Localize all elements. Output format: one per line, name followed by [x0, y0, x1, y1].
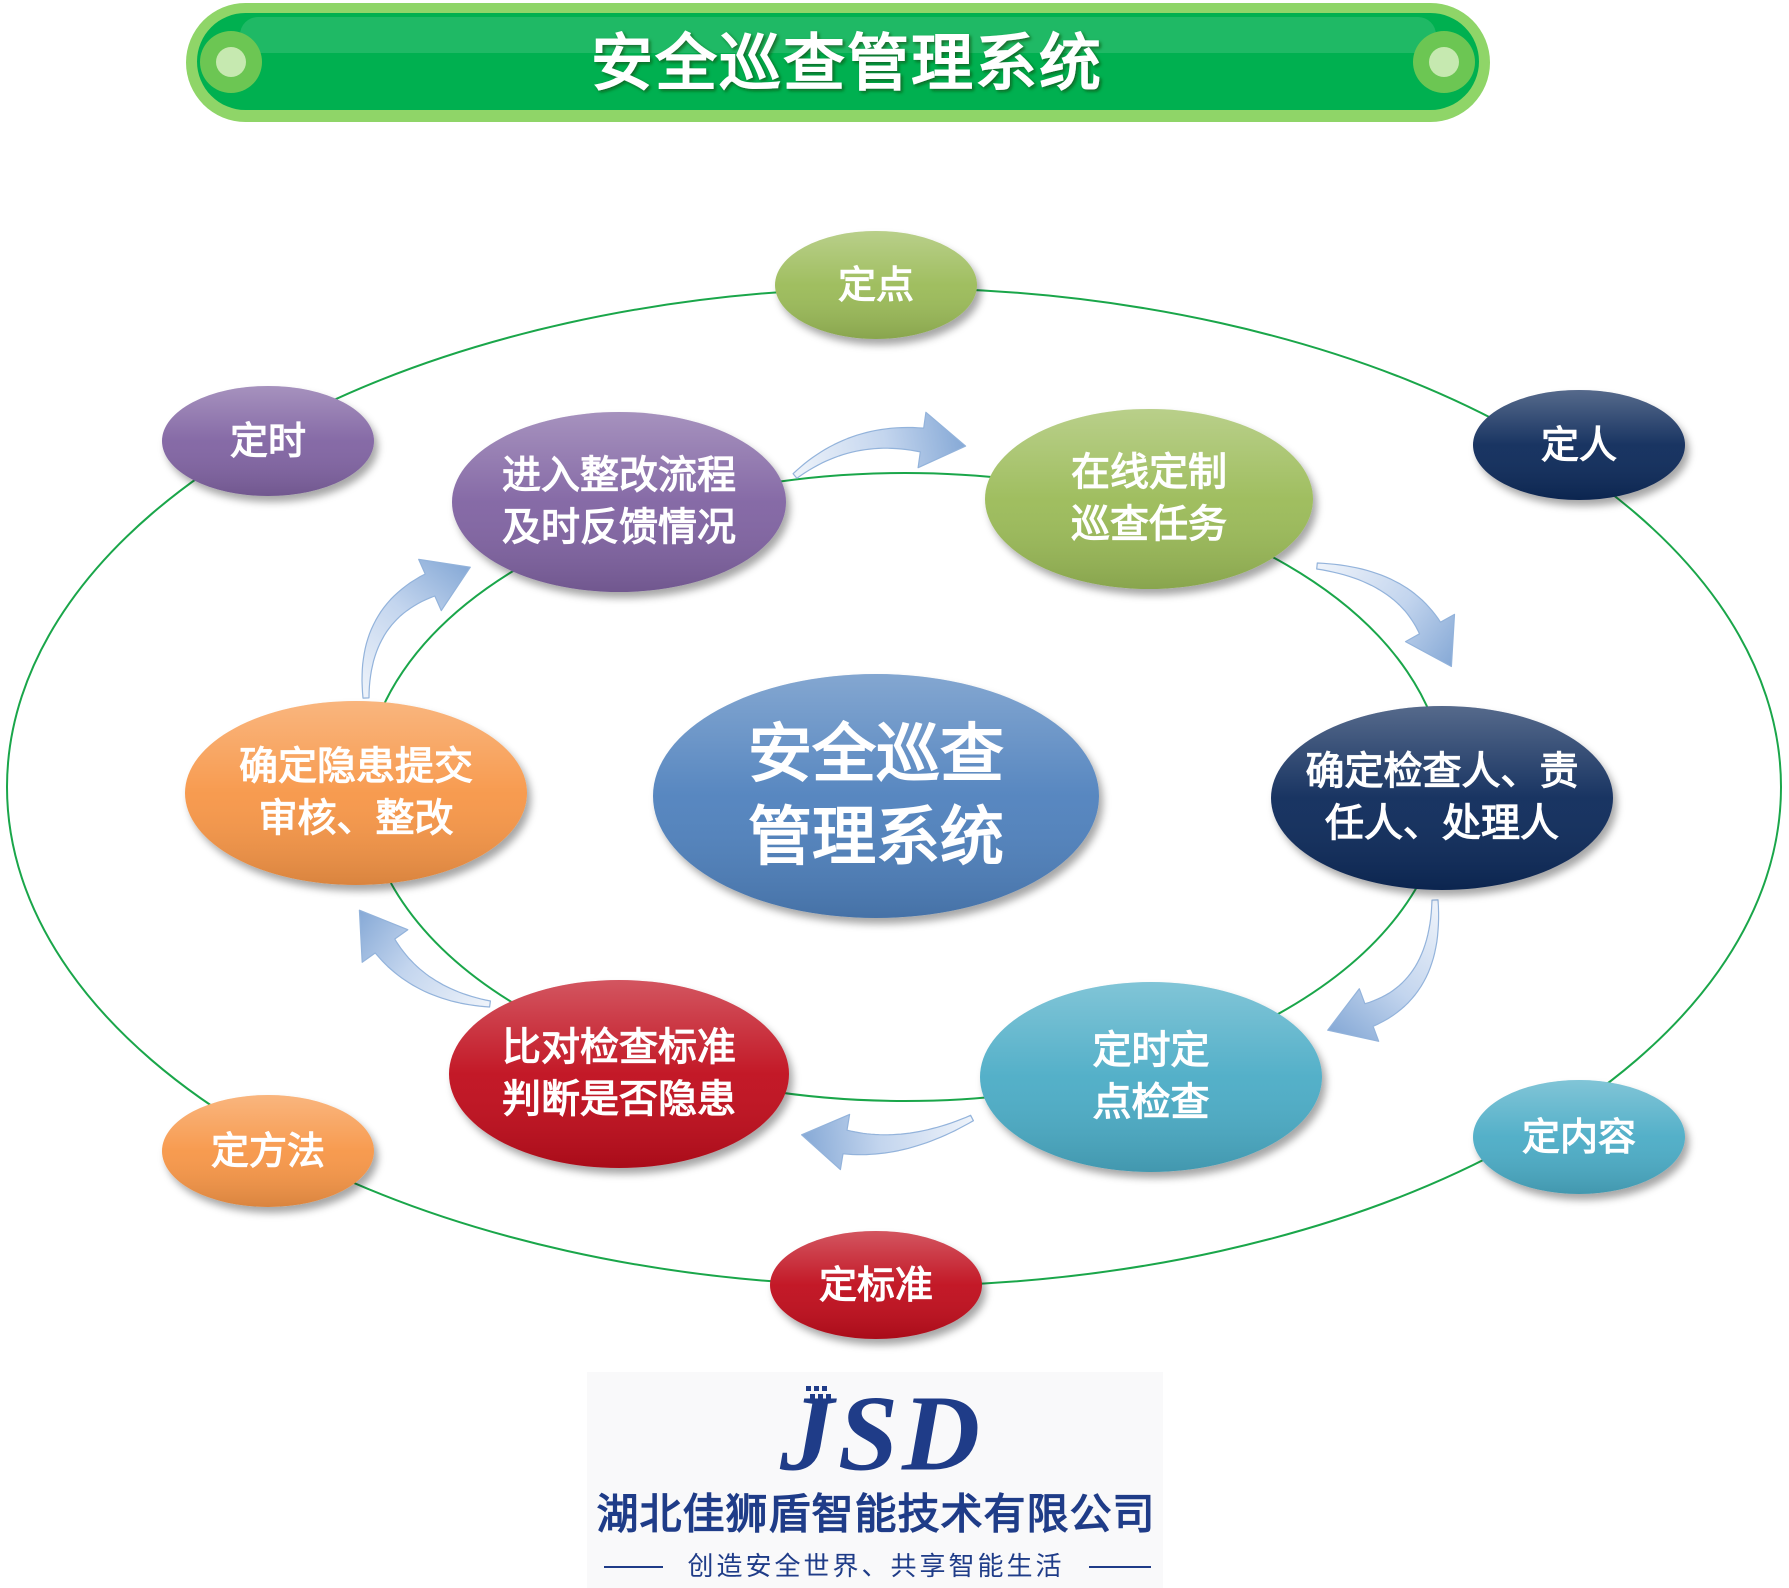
node-gloss — [452, 412, 786, 592]
flow-arrow — [361, 558, 471, 699]
center-node-line: 管理系统 — [748, 801, 1004, 875]
process-node-line: 进入整改流程 — [502, 454, 736, 499]
flow-arrow — [792, 411, 967, 479]
logo-mark: JSD — [779, 1375, 984, 1494]
flow-arrow — [801, 1113, 974, 1171]
logo-pixel — [806, 1386, 811, 1391]
bead-inner — [1429, 47, 1459, 77]
outer-node-fixed-method: 定方法 — [162, 1095, 374, 1207]
flow-arrows — [358, 411, 1456, 1171]
outer-node-fixed-time: 定时 — [162, 386, 374, 496]
outer-node-label: 定人 — [1541, 423, 1617, 467]
logo-pixel — [814, 1386, 819, 1391]
logo-panel — [587, 1372, 1163, 1588]
process-node-line: 审核、整改 — [258, 797, 453, 842]
title-banner-highlight — [240, 17, 1436, 53]
outer-node-label: 定点 — [838, 263, 914, 307]
logo-pixel — [822, 1402, 827, 1407]
logo-pixel-decoration — [806, 1386, 831, 1407]
process-node-line: 及时反馈情况 — [502, 506, 736, 551]
process-node-scheduled-check: 定时定 点检查 — [980, 982, 1322, 1172]
outer-node-fixed-point: 定点 — [775, 231, 977, 339]
flow-arrow — [1327, 899, 1440, 1042]
process-node-line: 在线定制 — [1071, 451, 1227, 496]
logo-pixel — [826, 1394, 831, 1399]
center-node: 安全巡查 管理系统 — [653, 674, 1099, 918]
flow-arrow — [358, 909, 491, 1008]
process-node-line: 确定检查人、责 — [1305, 750, 1578, 795]
outer-node-label: 定内容 — [1522, 1115, 1636, 1159]
process-node-line: 定时定 — [1092, 1029, 1209, 1074]
page-title: 安全巡查管理系统 — [591, 27, 1103, 100]
banner-right-bead — [1413, 31, 1475, 93]
node-gloss — [980, 982, 1322, 1172]
process-node-submit-hazard: 确定隐患提交 审核、整改 — [185, 701, 527, 885]
node-gloss — [653, 674, 1099, 918]
node-gloss — [1473, 390, 1685, 500]
process-node-line: 点检查 — [1092, 1081, 1209, 1126]
node-gloss — [985, 409, 1313, 589]
outer-node-fixed-content: 定内容 — [1473, 1080, 1685, 1194]
node-gloss — [449, 980, 789, 1168]
process-node-assign-people: 确定检查人、责 任人、处理人 — [1271, 706, 1613, 890]
company-logo-block: JSD 湖北佳狮盾智能技术有限公司 创造安全世界、共享智能生活 — [587, 1372, 1163, 1588]
logo-pixel — [810, 1394, 815, 1399]
outer-node-fixed-standard: 定标准 — [770, 1231, 982, 1339]
process-node-compare-standard: 比对检查标准 判断是否隐患 — [449, 980, 789, 1168]
node-gloss — [770, 1231, 982, 1339]
center-node-line: 安全巡查 — [748, 718, 1004, 792]
title-banner-body — [197, 13, 1479, 110]
process-node-line: 任人、处理人 — [1325, 802, 1559, 847]
process-node-line: 确定隐患提交 — [239, 745, 473, 790]
process-node-line: 比对检查标准 — [502, 1026, 736, 1071]
company-name: 湖北佳狮盾智能技术有限公司 — [596, 1490, 1155, 1539]
outer-node-fixed-person: 定人 — [1473, 390, 1685, 500]
title-banner: 安全巡查管理系统 — [186, 3, 1490, 122]
logo-pixel — [822, 1386, 827, 1391]
node-gloss — [185, 701, 527, 885]
node-gloss — [162, 386, 374, 496]
company-slogan: 创造安全世界、共享智能生活 — [687, 1552, 1064, 1582]
node-gloss — [162, 1095, 374, 1207]
node-gloss — [775, 231, 977, 339]
flow-arrow — [1316, 562, 1456, 668]
logo-pixel — [814, 1402, 819, 1407]
banner-left-bead — [200, 31, 262, 93]
outer-node-label: 定时 — [230, 419, 306, 463]
bead-inner — [216, 47, 246, 77]
node-gloss — [1473, 1080, 1685, 1194]
process-node-online-task: 在线定制 巡查任务 — [985, 409, 1313, 589]
logo-pixel — [818, 1394, 823, 1399]
process-node-line: 判断是否隐患 — [502, 1078, 736, 1123]
outer-node-label: 定标准 — [819, 1263, 933, 1307]
outer-node-label: 定方法 — [211, 1129, 325, 1173]
process-node-line: 巡查任务 — [1071, 503, 1227, 548]
node-gloss — [1271, 706, 1613, 890]
process-node-rectification: 进入整改流程 及时反馈情况 — [452, 412, 786, 592]
